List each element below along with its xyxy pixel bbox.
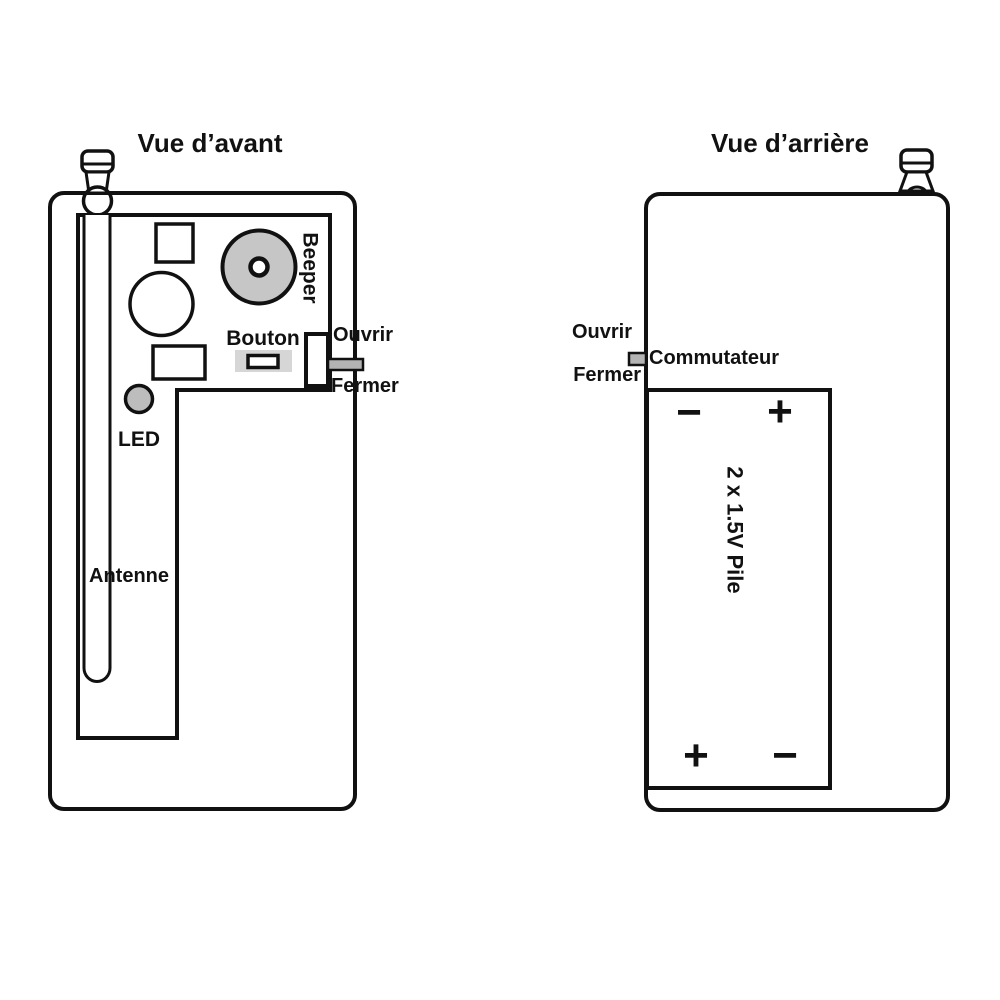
rear-view: Vue d’arrière Ouvrir Fermer Commutateur … xyxy=(572,128,950,812)
battery-plus-bottom: + xyxy=(683,731,709,780)
front-antenna-shaft xyxy=(82,215,112,683)
commutateur-label: Commutateur xyxy=(649,347,779,369)
battery-minus-bottom: − xyxy=(772,731,798,780)
rear-fermer-label: Fermer xyxy=(573,364,641,386)
antenne-label: Antenne xyxy=(89,565,169,587)
button-slider xyxy=(246,353,280,370)
front-view: Vue d’avant Beeper LED Bouton Ouvrir Fer… xyxy=(48,128,399,811)
front-fermer-label: Fermer xyxy=(331,375,399,397)
rear-antenna-cap xyxy=(899,148,934,174)
battery-minus-top: − xyxy=(676,388,702,437)
component-circle xyxy=(128,270,195,338)
battery-label: 2 x 1.5V Pile xyxy=(722,466,747,593)
front-switch-slot xyxy=(304,332,330,388)
front-view-title: Vue d’avant xyxy=(138,128,283,158)
front-switch-tab xyxy=(326,357,365,372)
rear-device-outline xyxy=(644,192,950,812)
rear-antenna-neck xyxy=(897,170,936,193)
rear-switch-tab xyxy=(627,351,648,367)
beeper-center-hole xyxy=(248,256,270,278)
component-square xyxy=(154,222,195,264)
front-ouvrir-label: Ouvrir xyxy=(333,324,393,346)
front-inner-panel xyxy=(76,213,332,740)
component-rect xyxy=(151,344,207,381)
battery-plus-top: + xyxy=(767,387,793,436)
beeper-label: Beeper xyxy=(299,232,322,303)
rear-view-title: Vue d’arrière xyxy=(711,128,869,158)
bouton-label: Bouton xyxy=(226,327,299,350)
led-label: LED xyxy=(118,428,160,451)
rear-ouvrir-label: Ouvrir xyxy=(572,321,632,343)
battery-compartment xyxy=(645,388,832,790)
led-indicator xyxy=(123,383,155,415)
front-antenna-cap xyxy=(80,149,115,174)
